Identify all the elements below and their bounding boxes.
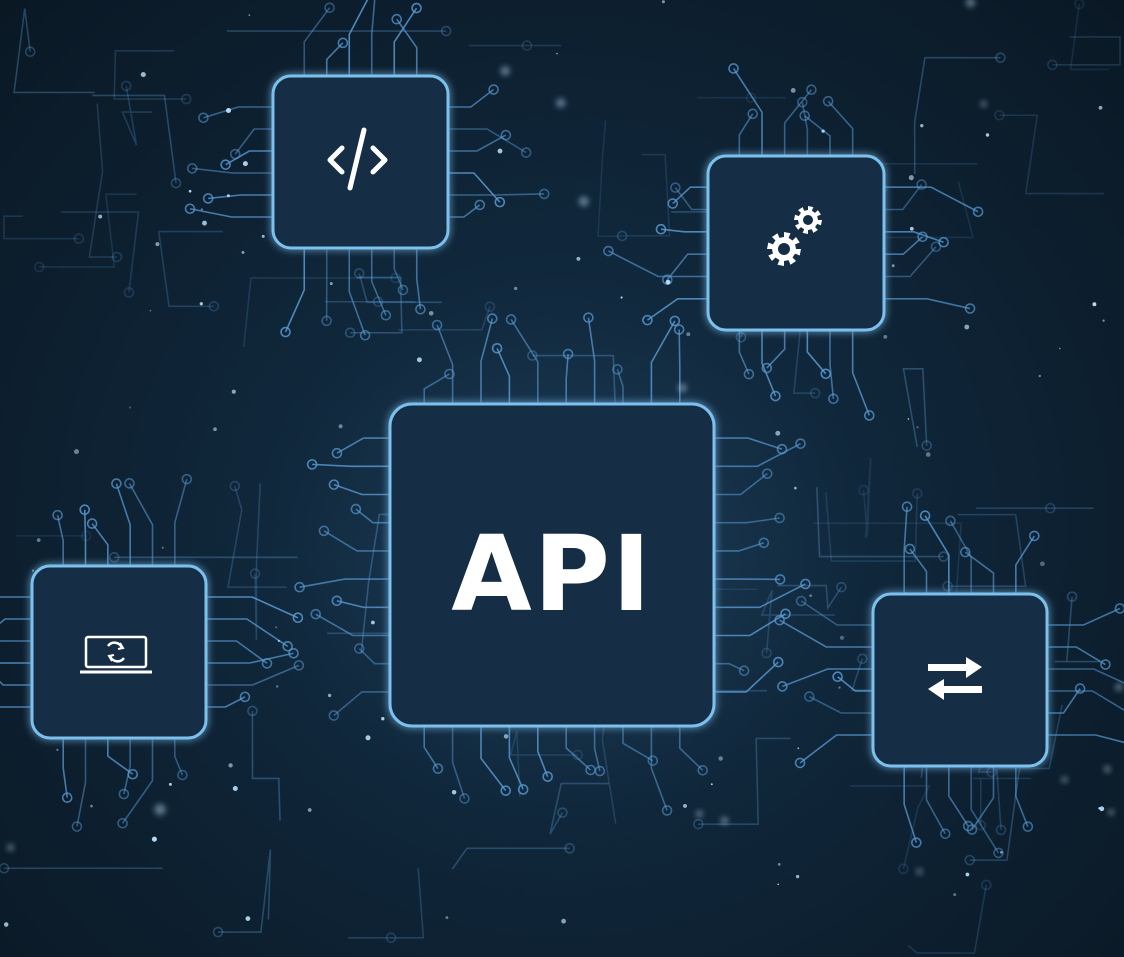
code-chip-body — [271, 74, 450, 250]
transfer-chip — [871, 592, 1049, 768]
code-brackets-icon — [327, 127, 388, 191]
api-chip: API — [388, 402, 716, 728]
gears-icon — [767, 206, 822, 266]
transfer-arrows-icon — [928, 657, 982, 700]
laptop-chip-body — [30, 564, 208, 740]
api-chip-label: API — [451, 513, 652, 635]
laptop-chip — [30, 564, 208, 740]
api-chip-body — [388, 402, 716, 728]
laptop-sync-icon — [80, 635, 152, 674]
transfer-chip-body — [871, 592, 1049, 768]
gears-chip — [706, 154, 886, 332]
code-chip — [271, 74, 450, 250]
